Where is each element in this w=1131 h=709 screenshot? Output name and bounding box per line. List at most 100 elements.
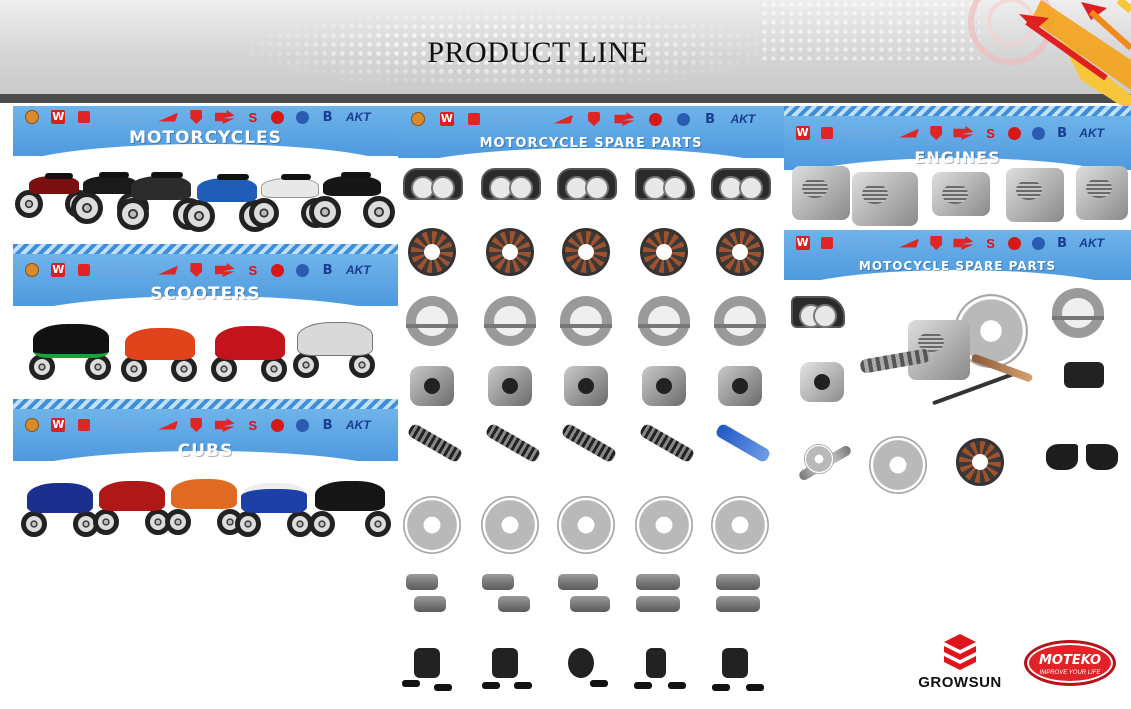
- ignition-lock-image: [400, 640, 466, 698]
- carburetor-image: [400, 358, 466, 416]
- honda-wing-icon: [553, 114, 574, 124]
- w-logo-icon: W: [51, 263, 66, 277]
- round-emblem-icon: [25, 110, 40, 124]
- brand-logo-strip: W S B AKT: [790, 236, 1125, 250]
- sprocket-image: [866, 434, 932, 494]
- sprocket-image: [632, 494, 698, 554]
- brake-shoe-image: [478, 292, 544, 350]
- brand-logo-strip: W S B AKT: [790, 126, 1125, 140]
- growsun-logo-icon: [214, 110, 235, 124]
- ns-logo-icon: [296, 263, 310, 277]
- italika-logo-icon: [494, 114, 539, 124]
- engines-panel: W S B AKT ENGINES: [784, 106, 1131, 230]
- w-logo-icon: W: [795, 126, 810, 140]
- world-dots-decoration: [230, 4, 790, 90]
- italika-logo-icon: [843, 238, 888, 248]
- honda-wing-icon: [899, 238, 920, 248]
- shock-absorber-image: [400, 422, 466, 484]
- ignition-lock-image: [632, 640, 698, 698]
- w-logo-icon: W: [795, 236, 810, 250]
- w-logo-icon: W: [51, 110, 66, 124]
- brand-logo-strip: W S B AKT: [19, 263, 392, 277]
- cub-image: [235, 467, 315, 539]
- scooters-photos: [13, 308, 398, 398]
- stator-image: [948, 434, 1014, 492]
- growsun-logo-icon: [944, 634, 976, 670]
- speedometer-image: [400, 158, 466, 216]
- speedometer-image: [478, 158, 544, 216]
- shock-absorber-image: [478, 422, 544, 484]
- yamaha-logo-icon: [271, 418, 285, 432]
- scooter-image: [291, 308, 377, 380]
- growsun-logo-icon: [214, 418, 235, 432]
- growsun-logo-icon: [953, 236, 974, 250]
- speedometer-image: [554, 158, 620, 216]
- spare-parts-panel: W B AKT MOTORCYCLE SPARE PARTS: [398, 106, 784, 706]
- ns-logo-icon: [1031, 126, 1045, 140]
- scooter-image: [27, 310, 113, 382]
- shock-absorber-image: [632, 422, 698, 484]
- ns-logo-icon: [296, 418, 310, 432]
- brand-logo-strip: W S B AKT: [19, 110, 392, 124]
- square-logo-icon: [77, 419, 90, 431]
- motorcycle-image: [309, 154, 397, 230]
- akt-logo-icon: AKT: [730, 111, 756, 126]
- square-logo-icon: [77, 111, 90, 123]
- suzuki-logo-icon: S: [986, 125, 995, 141]
- round-emblem-icon: [25, 418, 40, 432]
- italika-logo-icon: [843, 128, 888, 138]
- honda-wing-icon: [158, 420, 179, 430]
- spare-parts-right-photos: [784, 284, 1131, 508]
- ns-logo-icon: [1031, 236, 1045, 250]
- ns-logo-icon: [676, 112, 690, 126]
- bajaj-logo-icon: B: [322, 417, 333, 433]
- growsun-wordmark: GROWSUN: [918, 674, 1002, 691]
- shield-logo-icon: [930, 236, 943, 250]
- yamaha-logo-icon: [648, 112, 662, 126]
- engine-image: [1076, 166, 1128, 220]
- carburetor-image: [478, 358, 544, 416]
- ignition-lock-image: [554, 640, 620, 698]
- suzuki-logo-icon: S: [248, 109, 258, 125]
- stator-image: [554, 224, 620, 282]
- cubs-label: CUBS: [177, 441, 234, 461]
- spare-parts-label: MOTORCYCLE SPARE PARTS: [479, 136, 703, 151]
- shield-logo-icon: [190, 418, 203, 432]
- engine-image: [1006, 168, 1064, 222]
- ignition-coil-image: [1050, 354, 1116, 412]
- stator-image: [478, 224, 544, 282]
- cubs-photos: [13, 463, 398, 549]
- motorcycles-photos: [13, 152, 398, 244]
- cubs-panel: W S B AKT CUBS: [13, 399, 398, 551]
- scooters-panel: W S B AKT SCOOTERS: [13, 244, 398, 400]
- sprocket-image: [708, 494, 774, 554]
- yamaha-logo-icon: [1007, 126, 1021, 140]
- yamaha-logo-icon: [1007, 236, 1021, 250]
- spare-parts-right-label: MOTOCYCLE SPARE PARTS: [858, 259, 1057, 273]
- sprocket-image: [554, 494, 620, 554]
- sprocket-image: [400, 494, 466, 554]
- brake-pad-image: [400, 568, 466, 626]
- ignition-lock-image: [708, 640, 774, 698]
- bajaj-logo-icon: B: [1057, 235, 1068, 251]
- mirror-image: [1042, 436, 1122, 494]
- round-emblem-icon: [25, 263, 40, 277]
- growsun-logo-icon: [214, 263, 235, 277]
- brake-shoe-image: [400, 292, 466, 350]
- sprocket-image: [478, 494, 544, 554]
- engine-image: [932, 172, 990, 216]
- yamaha-logo-icon: [271, 110, 285, 124]
- brake-pad-image: [478, 568, 544, 626]
- brake-pad-image: [632, 568, 698, 626]
- brake-shoe-image: [554, 292, 620, 350]
- yamaha-logo-icon: [271, 263, 285, 277]
- italika-logo-icon: [101, 420, 146, 430]
- scooter-image: [119, 314, 199, 384]
- carburetor-image: [708, 358, 774, 416]
- akt-logo-icon: AKT: [1079, 125, 1104, 140]
- world-dots-decoration: [760, 0, 980, 60]
- moteko-brand: MOTEKO IMPROVE YOUR LIFE: [1024, 640, 1118, 688]
- shield-logo-icon: [190, 263, 203, 277]
- italika-logo-icon: [101, 112, 146, 122]
- engine-image: [792, 166, 850, 220]
